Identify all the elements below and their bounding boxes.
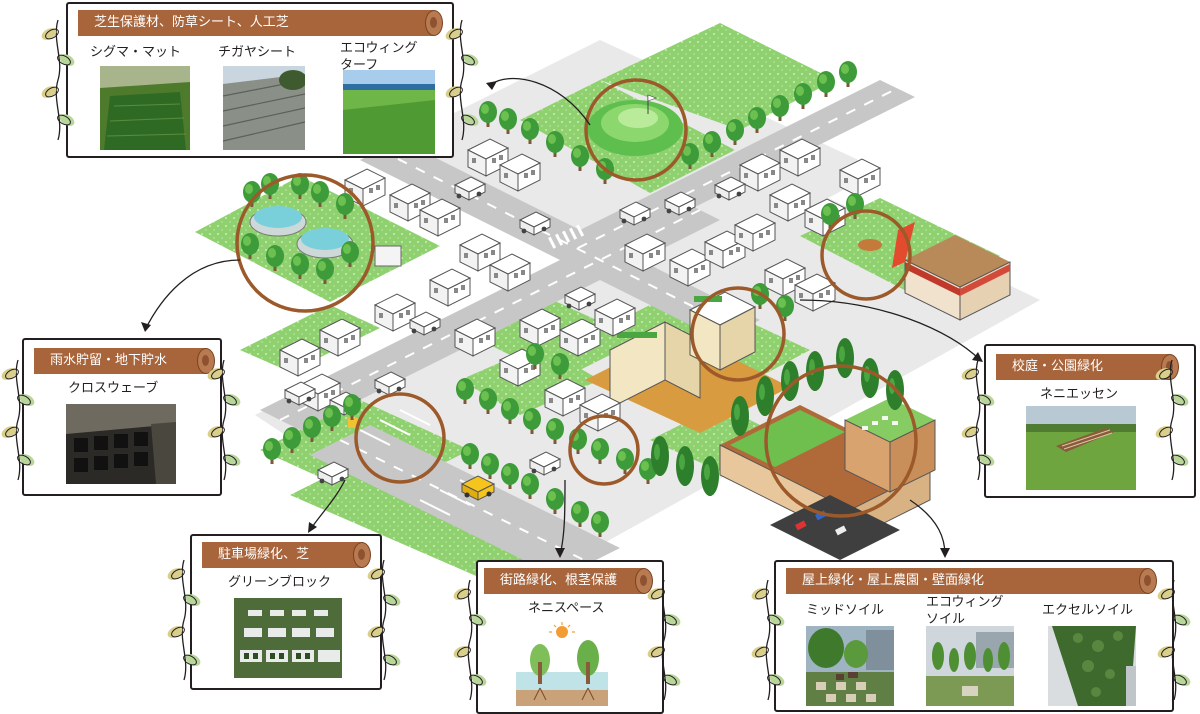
rooftop-panel-title: 屋上緑化・屋上農園・壁面緑化	[786, 568, 1157, 594]
street-panel-title-text: 街路緑化、根茎保護	[500, 573, 618, 588]
product-label-sigma-mat: シグマ・マット	[90, 45, 182, 60]
greenblock-photo	[234, 598, 342, 678]
chigaya-sheet-photo	[223, 66, 305, 150]
rooftop-highlight-ring	[764, 364, 918, 518]
excelsoil-photo	[1048, 626, 1136, 706]
parking-greening-panel: 駐車場緑化、芝 グリーンブロック	[190, 534, 382, 690]
street-panel-title: 街路緑化、根茎保護	[484, 568, 653, 594]
ecowing-soil-photo	[926, 626, 1014, 706]
crosswave-photo	[66, 404, 176, 484]
product-label-crosswave: クロスウェーブ	[68, 381, 159, 396]
lawn-products-panel: 芝生保護材、防草シート、人工芝 シグマ・マット チガヤシート エコウィング ター…	[66, 2, 454, 158]
nenispace-illustration	[516, 622, 608, 706]
product-label-midsoil: ミッドソイル	[806, 603, 885, 618]
ribbon-roll-icon	[1139, 568, 1157, 594]
ribbon-roll-icon	[425, 10, 443, 36]
sigma-mat-photo	[100, 66, 190, 150]
street-greening-panel: 街路緑化、根茎保護 ネニスペース	[476, 560, 664, 714]
rooftop-wall-greening-panel: 屋上緑化・屋上農園・壁面緑化 ミッドソイル エコウィング ソイル エクセルソイル	[774, 560, 1174, 712]
parking-panel-title-text: 駐車場緑化、芝	[218, 547, 310, 562]
schoolyard-park-panel: 校庭・公園緑化 ネニエッセン	[984, 344, 1196, 498]
product-label-chigaya-sheet: チガヤシート	[218, 45, 297, 60]
parking-panel-title: 駐車場緑化、芝	[202, 542, 371, 568]
product-label-ecowing-turf: エコウィング ターフ	[340, 41, 418, 73]
ribbon-roll-icon	[1161, 354, 1179, 380]
product-label-ecowing-soil: エコウィング ソイル	[926, 595, 1004, 627]
product-label-excelsoil: エクセルソイル	[1042, 603, 1134, 618]
product-label-greenblock: グリーンブロック	[228, 575, 331, 590]
school-highlight-ring	[690, 286, 786, 382]
lawn-panel-title-text: 芝生保護材、防草シート、人工芝	[94, 15, 289, 30]
neniessen-photo	[1026, 406, 1136, 490]
rainwater-panel-title-text: 雨水貯留・地下貯水	[50, 353, 168, 368]
ribbon-roll-icon	[635, 568, 653, 594]
water-treatment-highlight-ring	[235, 173, 375, 313]
schoolyard-panel-title-text: 校庭・公園緑化	[1012, 359, 1104, 374]
schoolyard-panel-title: 校庭・公園緑化	[996, 354, 1179, 380]
playground-highlight-ring	[820, 209, 912, 301]
rainwater-panel-title: 雨水貯留・地下貯水	[34, 348, 215, 374]
ribbon-roll-icon	[353, 542, 371, 568]
midsoil-photo	[806, 626, 894, 706]
golf-highlight-ring	[584, 78, 688, 182]
street-highlight-ring	[568, 414, 640, 486]
parking-highlight-ring	[354, 392, 446, 484]
lawn-panel-title: 芝生保護材、防草シート、人工芝	[78, 10, 443, 36]
rooftop-panel-title-text: 屋上緑化・屋上農園・壁面緑化	[802, 573, 985, 588]
product-label-neniessen: ネニエッセン	[1040, 387, 1119, 402]
rainwater-storage-panel: 雨水貯留・地下貯水 クロスウェーブ	[22, 338, 222, 496]
product-label-nenispace: ネニスペース	[528, 601, 605, 616]
ecowing-turf-photo	[343, 70, 435, 154]
ribbon-roll-icon	[197, 348, 215, 374]
